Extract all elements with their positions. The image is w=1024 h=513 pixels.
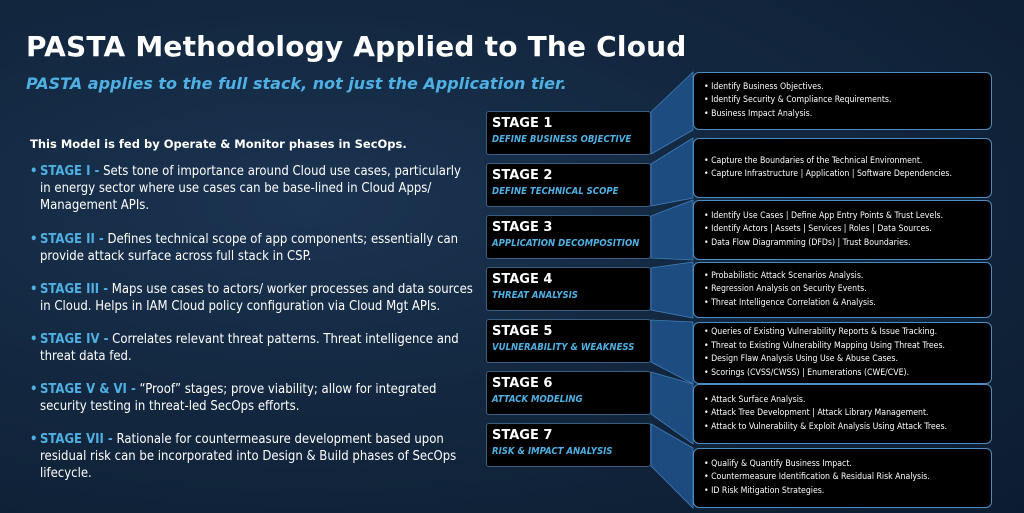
- stage-box-7: STAGE 7 RISK & IMPACT ANALYSIS: [486, 423, 651, 467]
- stage-label: STAGE 3: [492, 220, 553, 235]
- stage-summary-label: STAGE III -: [40, 282, 109, 297]
- stage-box-5: STAGE 5 VULNERABILITY & WEAKNESS: [486, 319, 651, 363]
- stage-6-details: Attack Surface Analysis. Attack Tree Dev…: [693, 384, 992, 444]
- stage-label: STAGE 5: [492, 324, 553, 339]
- stage-summary-label: STAGE II -: [40, 232, 104, 247]
- stage-4-details: Probabilistic Attack Scenarios Analysis.…: [693, 262, 992, 318]
- stage-summary-text: Rationale for countermeasure development…: [40, 432, 457, 481]
- stage-summary-label: STAGE I -: [40, 164, 100, 179]
- detail-item: ID Risk Mitigation Strategies.: [704, 485, 985, 499]
- detail-item: Identify Actors | Assets | Services | Ro…: [704, 223, 985, 237]
- stage-label: STAGE 7: [492, 428, 553, 443]
- stage-1-details: Identify Business Objectives. Identify S…: [693, 72, 992, 130]
- page-title: PASTA Methodology Applied to The Cloud: [26, 30, 687, 63]
- detail-item: Countermeasure Identification & Residual…: [704, 471, 985, 485]
- detail-item: Design Flaw Analysis Using Use & Abuse C…: [704, 353, 985, 367]
- stage-name: DEFINE TECHNICAL SCOPE: [492, 186, 619, 197]
- detail-item: Queries of Existing Vulnerability Report…: [704, 326, 985, 340]
- detail-item: Regression Analysis on Security Events.: [704, 283, 985, 297]
- stage-name: RISK & IMPACT ANALYSIS: [492, 446, 613, 457]
- stage-summary-label: STAGE VII -: [40, 432, 113, 447]
- detail-item: Attack Tree Development | Attack Library…: [704, 407, 985, 421]
- page-subtitle: PASTA applies to the full stack, not jus…: [26, 74, 567, 93]
- stage-summary-text: Correlates relevant threat patterns. Thr…: [40, 332, 459, 364]
- stage-name: THREAT ANALYSIS: [492, 290, 578, 301]
- stage-summary-text: Sets tone of importance around Cloud use…: [40, 164, 461, 213]
- detail-item: Identify Use Cases | Define App Entry Po…: [704, 210, 985, 224]
- detail-item: Capture the Boundaries of the Technical …: [704, 155, 985, 169]
- stage-summary-item: STAGE II - Defines technical scope of ap…: [30, 231, 475, 265]
- stage-name: ATTACK MODELING: [492, 394, 583, 405]
- detail-item: Attack to Vulnerability & Exploit Analys…: [704, 421, 985, 435]
- connector-stage-4: [650, 261, 694, 319]
- stage-box-2: STAGE 2 DEFINE TECHNICAL SCOPE: [486, 163, 651, 207]
- detail-item: Attack Surface Analysis.: [704, 394, 985, 408]
- detail-item: Threat to Existing Vulnerability Mapping…: [704, 340, 985, 354]
- connector-stage-2: [650, 137, 694, 207]
- stage-label: STAGE 1: [492, 116, 553, 131]
- intro-text: This Model is fed by Operate & Monitor p…: [30, 137, 407, 151]
- stage-summary-text: “Proof” stages; prove viability; allow f…: [40, 382, 437, 414]
- stage-box-6: STAGE 6 ATTACK MODELING: [486, 371, 651, 415]
- stage-summary-item: STAGE IV - Correlates relevant threat pa…: [30, 331, 475, 365]
- stage-name: APPLICATION DECOMPOSITION: [492, 238, 640, 249]
- stage-name: VULNERABILITY & WEAKNESS: [492, 342, 635, 353]
- stage-label: STAGE 2: [492, 168, 553, 183]
- connector-stage-7: [650, 423, 694, 509]
- stage-3-details: Identify Use Cases | Define App Entry Po…: [693, 200, 992, 260]
- stage-box-1: STAGE 1 DEFINE BUSINESS OBJECTIVE: [486, 111, 651, 155]
- stage-summary-item: STAGE V & VI - “Proof” stages; prove via…: [30, 381, 475, 415]
- stage-7-details: Qualify & Quantify Business Impact. Coun…: [693, 448, 992, 508]
- detail-item: Scorings (CVSS/CWSS) | Enumerations (CWE…: [704, 367, 985, 381]
- stage-summary-text: Maps use cases to actors/ worker process…: [40, 282, 473, 314]
- detail-item: Threat Intelligence Correlation & Analys…: [704, 297, 985, 311]
- stage-box-3: STAGE 3 APPLICATION DECOMPOSITION: [486, 215, 651, 259]
- connector-stage-6: [650, 371, 694, 445]
- detail-item: Identify Security & Compliance Requireme…: [704, 94, 985, 108]
- detail-item: Capture Infrastructure | Application | S…: [704, 168, 985, 182]
- stage-label: STAGE 6: [492, 376, 553, 391]
- stage-summary-label: STAGE IV -: [40, 332, 109, 347]
- stage-summary-item: STAGE I - Sets tone of importance around…: [30, 163, 475, 214]
- stage-summary-item: STAGE III - Maps use cases to actors/ wo…: [30, 281, 475, 315]
- detail-item: Data Flow Diagramming (DFDs) | Trust Bou…: [704, 237, 985, 251]
- stage-5-details: Queries of Existing Vulnerability Report…: [693, 322, 992, 384]
- detail-item: Probabilistic Attack Scenarios Analysis.: [704, 270, 985, 284]
- connector-stage-1: [650, 71, 694, 155]
- stage-box-4: STAGE 4 THREAT ANALYSIS: [486, 267, 651, 311]
- stage-summary-text: Defines technical scope of app component…: [40, 232, 459, 264]
- detail-item: Business Impact Analysis.: [704, 108, 985, 122]
- stage-summary-label: STAGE V & VI -: [40, 382, 136, 397]
- stage-name: DEFINE BUSINESS OBJECTIVE: [492, 134, 632, 145]
- stage-summary-item: STAGE VII - Rationale for countermeasure…: [30, 431, 475, 482]
- stage-label: STAGE 4: [492, 272, 553, 287]
- connector-stage-3: [650, 199, 694, 261]
- detail-item: Identify Business Objectives.: [704, 81, 985, 95]
- stage-2-details: Capture the Boundaries of the Technical …: [693, 138, 992, 198]
- detail-item: Qualify & Quantify Business Impact.: [704, 458, 985, 472]
